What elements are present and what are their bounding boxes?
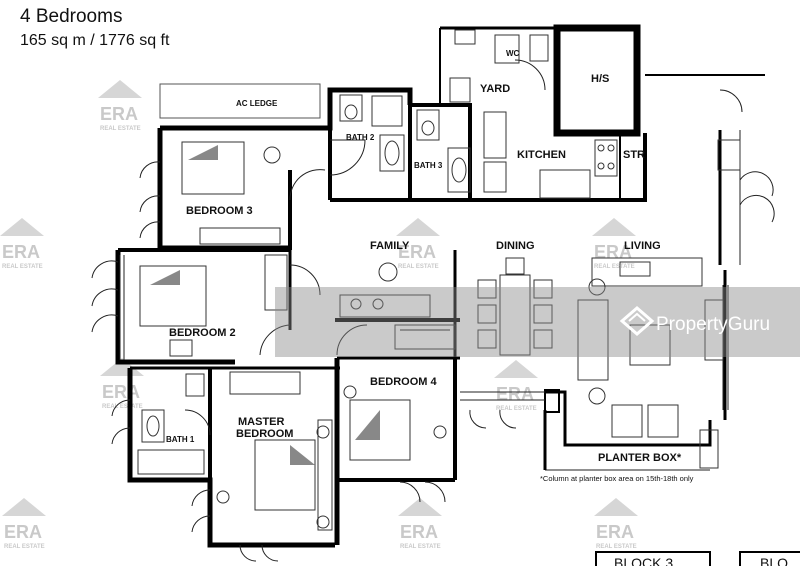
era-watermark-7: ERA REAL ESTATE [2,498,46,550]
era-watermark-8: ERA REAL ESTATE [398,498,442,550]
era-watermark-4: ERA REAL ESTATE [592,218,636,270]
era-watermark-sub: REAL ESTATE [594,264,635,270]
era-watermark-text: ERA [102,382,140,402]
window-swings [91,161,775,562]
label-bedroom-4: BEDROOM 4 [370,376,438,388]
era-watermark-text: ERA [594,242,632,262]
era-watermark-2: ERA REAL ESTATE [0,218,44,270]
era-watermark-9: ERA REAL ESTATE [594,498,638,550]
era-watermark-sub: REAL ESTATE [102,404,143,410]
era-watermark-3: ERA REAL ESTATE [396,218,440,270]
planter-footnote: *Column at planter box area on 15th-18th… [540,474,694,483]
block-tag-3: BLOCK 3 [614,555,673,566]
ac-ledge-label: AC LEDGE [236,99,278,108]
era-watermark-sub: REAL ESTATE [2,264,43,270]
label-wc: WC [506,49,520,58]
era-watermark-text: ERA [100,104,138,124]
era-watermark-text: ERA [398,242,436,262]
label-living: LIVING [624,240,661,252]
label-bath-2: BATH 2 [346,133,375,142]
era-watermark-sub: REAL ESTATE [4,544,45,550]
label-bedroom-3: BEDROOM 3 [186,205,253,217]
block-tags: BLOCK 3 BLO [595,551,800,566]
label-master-line2: BEDROOM [236,428,293,440]
era-watermark-text: ERA [2,242,40,262]
label-bedroom-2: BEDROOM 2 [169,327,236,339]
room-labels: BEDROOM 3 BEDROOM 2 MASTER BEDROOM BEDRO… [166,49,682,464]
label-family: FAMILY [370,240,410,252]
era-watermark-1: ERA REAL ESTATE [98,80,142,132]
hs-shelter-wall [553,24,641,137]
era-watermark-text: ERA [400,522,438,542]
label-yard: YARD [480,83,510,95]
era-watermark-text: ERA [596,522,634,542]
plan-title: 4 Bedrooms [20,6,122,27]
label-bath-1: BATH 1 [166,435,195,444]
furniture [137,29,741,531]
propertyguru-watermark-text: PropertyGuru [656,314,770,335]
era-watermark-sub: REAL ESTATE [496,406,537,412]
watermark-banner [275,287,800,357]
era-watermark-6: ERA REAL ESTATE [494,360,538,412]
label-kitchen: KITCHEN [517,149,566,161]
label-str: STR [623,149,645,161]
label-planter-box: PLANTER BOX* [598,452,682,464]
door-swings [184,59,743,436]
label-master-line1: MASTER [238,416,285,428]
label-bath-3: BATH 3 [414,161,443,170]
walls [115,24,765,548]
era-watermark-text: ERA [4,522,42,542]
era-watermark-sub: REAL ESTATE [596,544,637,550]
block-tag-partial: BLO [760,555,788,566]
ac-ledge-outline [159,83,321,119]
era-watermark-sub: REAL ESTATE [100,126,141,132]
era-watermark-text: ERA [496,384,534,404]
label-dining: DINING [496,240,535,252]
propertyguru-watermark: PropertyGuru [619,306,770,336]
label-hs: H/S [591,73,609,85]
era-watermark-sub: REAL ESTATE [400,544,441,550]
plan-area: 165 sq m / 1776 sq ft [20,32,170,49]
era-watermark-sub: REAL ESTATE [398,264,439,270]
